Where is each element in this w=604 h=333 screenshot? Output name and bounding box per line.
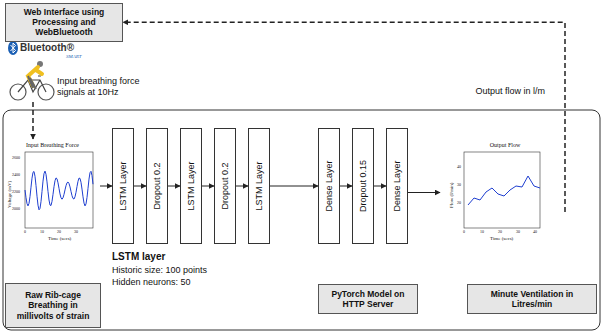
- connector: [100, 186, 112, 187]
- input-plot-frame: [25, 152, 93, 228]
- node-label: LSTM Layer: [254, 161, 264, 210]
- axis-label: 20: [57, 229, 61, 234]
- node-label: Web Interface using Processing and WebBl…: [10, 7, 118, 38]
- axis-label: 2400: [12, 172, 20, 177]
- connector: [134, 186, 146, 187]
- process-box: Raw Rib-cage Breathing in millivolts of …: [5, 283, 101, 328]
- output-signal: [468, 176, 540, 205]
- connector: [374, 186, 386, 187]
- node-label: PyTorch Model on HTTP Server: [323, 289, 413, 309]
- axis-label: 10: [40, 229, 44, 234]
- axis-label: 40: [533, 229, 537, 234]
- node-label: Dropout 0.15: [358, 160, 368, 212]
- chart-title: Output Flow: [440, 142, 570, 148]
- note-text: Hidden neurons: 50: [112, 277, 191, 287]
- layer-box: Dropout 0.2: [146, 128, 168, 244]
- note-text: LSTM layer: [112, 251, 165, 262]
- cyclist: [10, 61, 54, 100]
- input-arrow: [32, 102, 34, 139]
- process-box: Minute Ventilation in Litres/min: [467, 284, 597, 314]
- connector: [123, 22, 565, 212]
- layer-box: LSTM Layer: [248, 128, 270, 244]
- axis-label: 10: [480, 229, 484, 234]
- axis-label: Voltage (mV): [7, 181, 12, 208]
- chart-panel: Output Flow: [440, 140, 570, 245]
- connector: [168, 186, 180, 187]
- axis-label: 30: [457, 182, 461, 187]
- layer-box: LSTM Layer: [112, 128, 134, 244]
- axis-label: Time (secs): [490, 236, 513, 241]
- node-label: Dense Layer: [324, 160, 334, 211]
- layer-box: Dense Layer: [318, 128, 340, 244]
- pipeline-frame: [3, 110, 600, 330]
- axis-label: 2200: [12, 189, 20, 194]
- connector: [340, 186, 352, 187]
- note-text: Historic size: 100 points: [112, 265, 207, 275]
- node-label: Dropout 0.2: [220, 162, 230, 209]
- axis-label: 30: [74, 229, 78, 234]
- note-text: Bluetooth®: [20, 42, 74, 53]
- edge-label: Output flow in l/m: [475, 86, 545, 96]
- connector: [408, 192, 440, 193]
- connector: [236, 186, 248, 187]
- node-label: Minute Ventilation in Litres/min: [472, 289, 592, 309]
- process-box: Web Interface using Processing and WebBl…: [5, 3, 123, 42]
- axis-label: Time (secs): [48, 236, 71, 241]
- axis-label: 40: [457, 164, 461, 169]
- node-label: Raw Rib-cage Breathing in millivolts of …: [10, 290, 96, 321]
- process-box: PyTorch Model on HTTP Server: [318, 284, 418, 314]
- layer-box: Dropout 0.2: [214, 128, 236, 244]
- axis-label: 0: [24, 229, 26, 234]
- axis-label: 2600: [12, 155, 20, 160]
- node-label: LSTM Layer: [118, 161, 128, 210]
- bluetooth-icon: [8, 41, 18, 55]
- axis-label: 2000: [12, 206, 20, 211]
- axis-label: Flow (l/min): [449, 183, 454, 208]
- layer-box: LSTM Layer: [180, 128, 202, 244]
- layer-box: Dense Layer: [386, 128, 408, 244]
- connector: [202, 186, 214, 187]
- axis-label: 20: [498, 229, 502, 234]
- axis-label: 0: [463, 229, 465, 234]
- connector: [270, 186, 318, 187]
- node-label: LSTM Layer: [186, 161, 196, 210]
- axis-label: SMART: [66, 54, 82, 59]
- chart-title: Input Breathing Force: [5, 142, 100, 148]
- input-signal: [25, 171, 93, 210]
- node-label: Dropout 0.2: [152, 162, 162, 209]
- note-text: Input breathing force signals at 10Hz: [57, 76, 169, 98]
- axis-label: 20: [457, 200, 461, 205]
- node-label: Dense Layer: [392, 160, 402, 211]
- layer-box: Dropout 0.15: [352, 128, 374, 244]
- axis-label: 30: [516, 229, 520, 234]
- output-plot-frame: [464, 152, 540, 228]
